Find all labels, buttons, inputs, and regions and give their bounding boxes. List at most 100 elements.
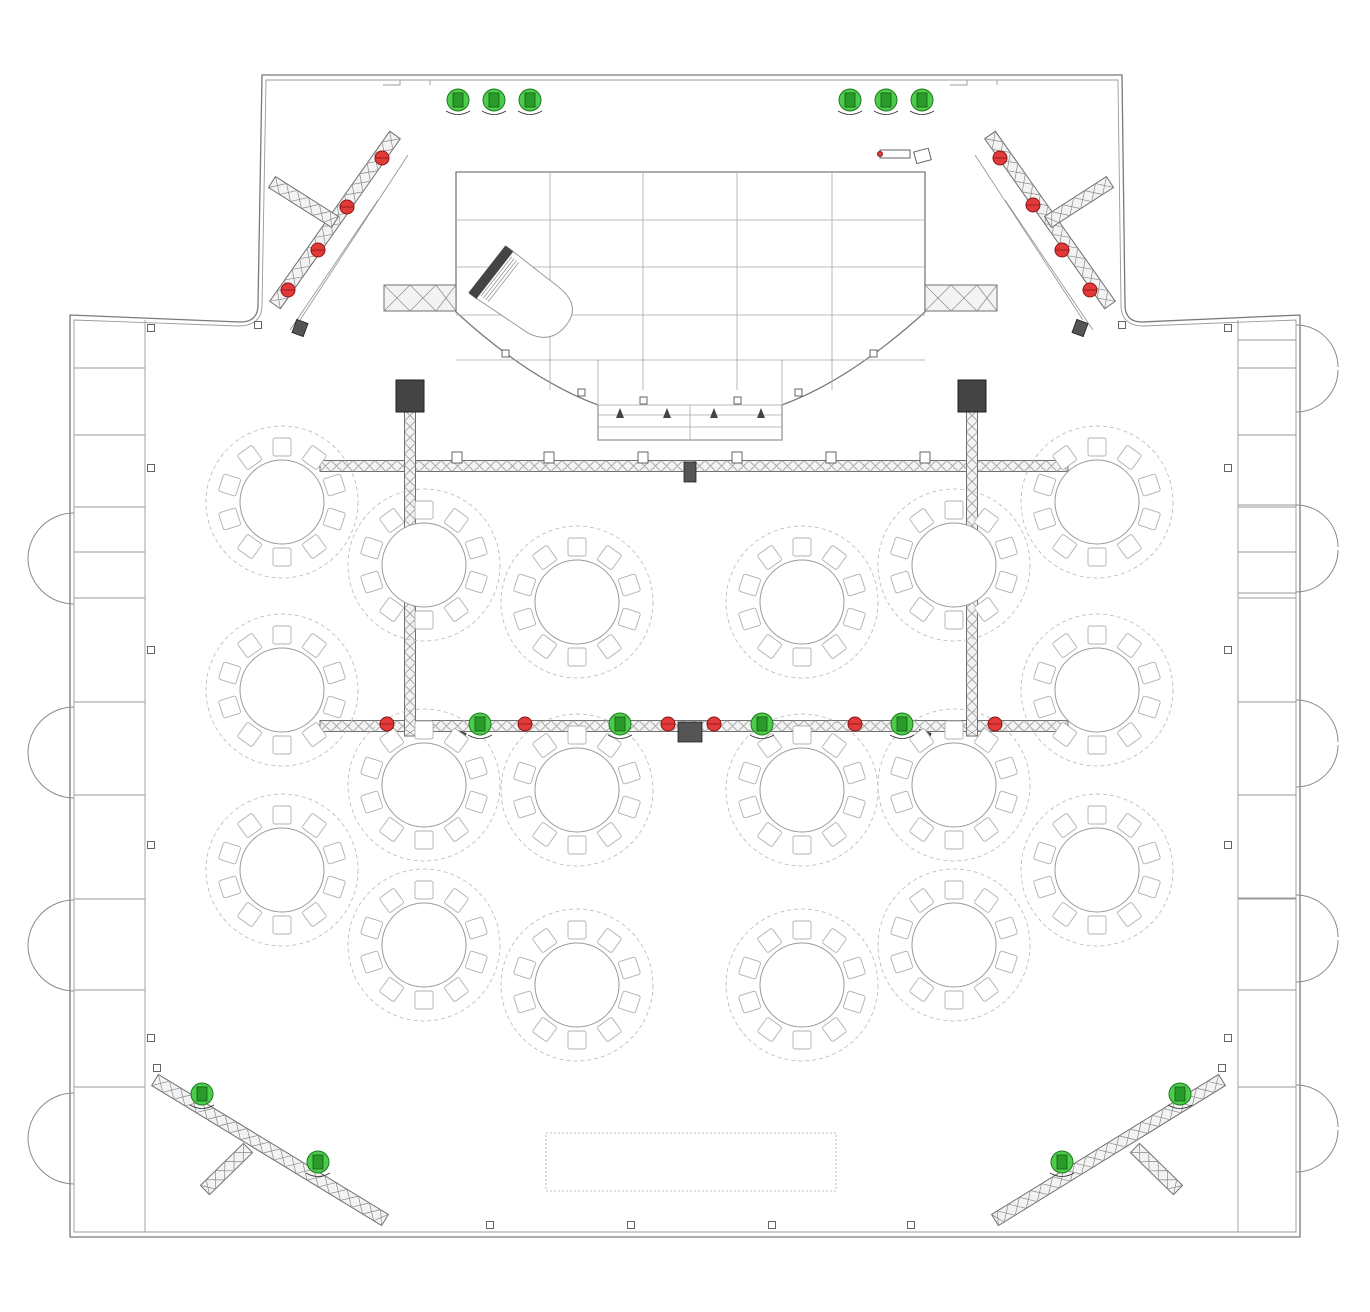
wall-marker: [147, 1034, 155, 1042]
chair: [974, 728, 999, 753]
chair: [360, 916, 383, 940]
chair: [995, 790, 1018, 814]
chair: [272, 437, 292, 457]
stage: [455, 171, 926, 441]
door-icon: [27, 751, 75, 799]
top-wall-markers: [383, 79, 998, 165]
chair: [414, 830, 434, 850]
table-top: [759, 942, 845, 1028]
door-icon: [1295, 939, 1339, 983]
chair: [272, 805, 292, 825]
chair: [302, 633, 327, 658]
moving-head-icon: [837, 88, 863, 115]
chair: [1117, 534, 1142, 559]
truss-icon: [924, 284, 998, 312]
chair: [1052, 445, 1077, 470]
chair: [1052, 902, 1077, 927]
table-top: [911, 902, 997, 988]
table-top: [911, 742, 997, 828]
chair: [843, 573, 866, 597]
chair: [444, 508, 469, 533]
chair: [218, 695, 241, 719]
chair: [237, 722, 262, 747]
chair: [1033, 695, 1056, 719]
chair: [597, 545, 622, 570]
chair: [974, 508, 999, 533]
chair: [1033, 875, 1056, 899]
chair: [1087, 547, 1107, 567]
chair: [944, 610, 964, 630]
chair: [302, 722, 327, 747]
moving-head-icon: [1167, 1082, 1193, 1109]
chair: [414, 880, 434, 900]
round-table: [877, 488, 1031, 642]
chair: [944, 990, 964, 1010]
chair: [909, 817, 934, 842]
chair: [890, 570, 913, 594]
table-clearance-ring: [877, 868, 1031, 1022]
speaker-icon: [291, 318, 309, 338]
moving-head-icon: [445, 88, 471, 115]
chair: [302, 445, 327, 470]
lighting-fixtures: [189, 88, 1193, 1177]
chair: [302, 902, 327, 927]
round-table: [500, 525, 654, 679]
chair: [909, 508, 934, 533]
grand-piano-icon: [468, 245, 573, 338]
chair: [1138, 875, 1161, 899]
wall-marker: [486, 1221, 494, 1229]
chair: [1138, 695, 1161, 719]
chair: [944, 500, 964, 520]
round-table: [205, 425, 359, 579]
chair: [414, 990, 434, 1010]
side-doors: [27, 324, 1339, 1185]
dance-floor: [545, 1132, 837, 1192]
round-table: [347, 868, 501, 1022]
chair: [944, 720, 964, 740]
chair: [597, 822, 622, 847]
par-light-icon: [339, 199, 355, 215]
table-top: [534, 747, 620, 833]
par-light-icon: [517, 716, 533, 732]
chair: [909, 728, 934, 753]
chair: [995, 950, 1018, 974]
moving-head-icon: [1049, 1150, 1075, 1177]
chair: [302, 534, 327, 559]
table-top: [759, 559, 845, 645]
moving-head-icon: [467, 712, 493, 739]
chair: [218, 507, 241, 531]
left-wall-panels: [74, 367, 145, 1233]
chair: [379, 728, 404, 753]
par-light-icon: [280, 282, 296, 298]
moving-head-icon: [517, 88, 543, 115]
table-clearance-ring: [1020, 425, 1174, 579]
chair: [465, 536, 488, 560]
chair: [513, 990, 536, 1014]
chair: [323, 473, 346, 497]
wall-marker: [1224, 324, 1232, 332]
chair: [974, 597, 999, 622]
wall-marker: [1224, 841, 1232, 849]
chair: [792, 647, 812, 667]
wall-marker: [147, 464, 155, 472]
chair: [379, 888, 404, 913]
par-light-icon: [374, 150, 390, 166]
round-table: [500, 713, 654, 867]
table-top: [381, 522, 467, 608]
chair: [237, 445, 262, 470]
door-icon: [1295, 549, 1339, 593]
par-light-icon: [310, 242, 326, 258]
chair: [513, 795, 536, 819]
chair: [597, 733, 622, 758]
chair: [843, 761, 866, 785]
chair: [597, 928, 622, 953]
chair: [822, 1017, 847, 1042]
truss-icon: [383, 284, 457, 312]
chair: [822, 634, 847, 659]
door-icon: [1295, 894, 1339, 938]
table-clearance-ring: [205, 613, 359, 767]
chair: [995, 570, 1018, 594]
par-light-icon: [1082, 282, 1098, 298]
round-table: [205, 613, 359, 767]
